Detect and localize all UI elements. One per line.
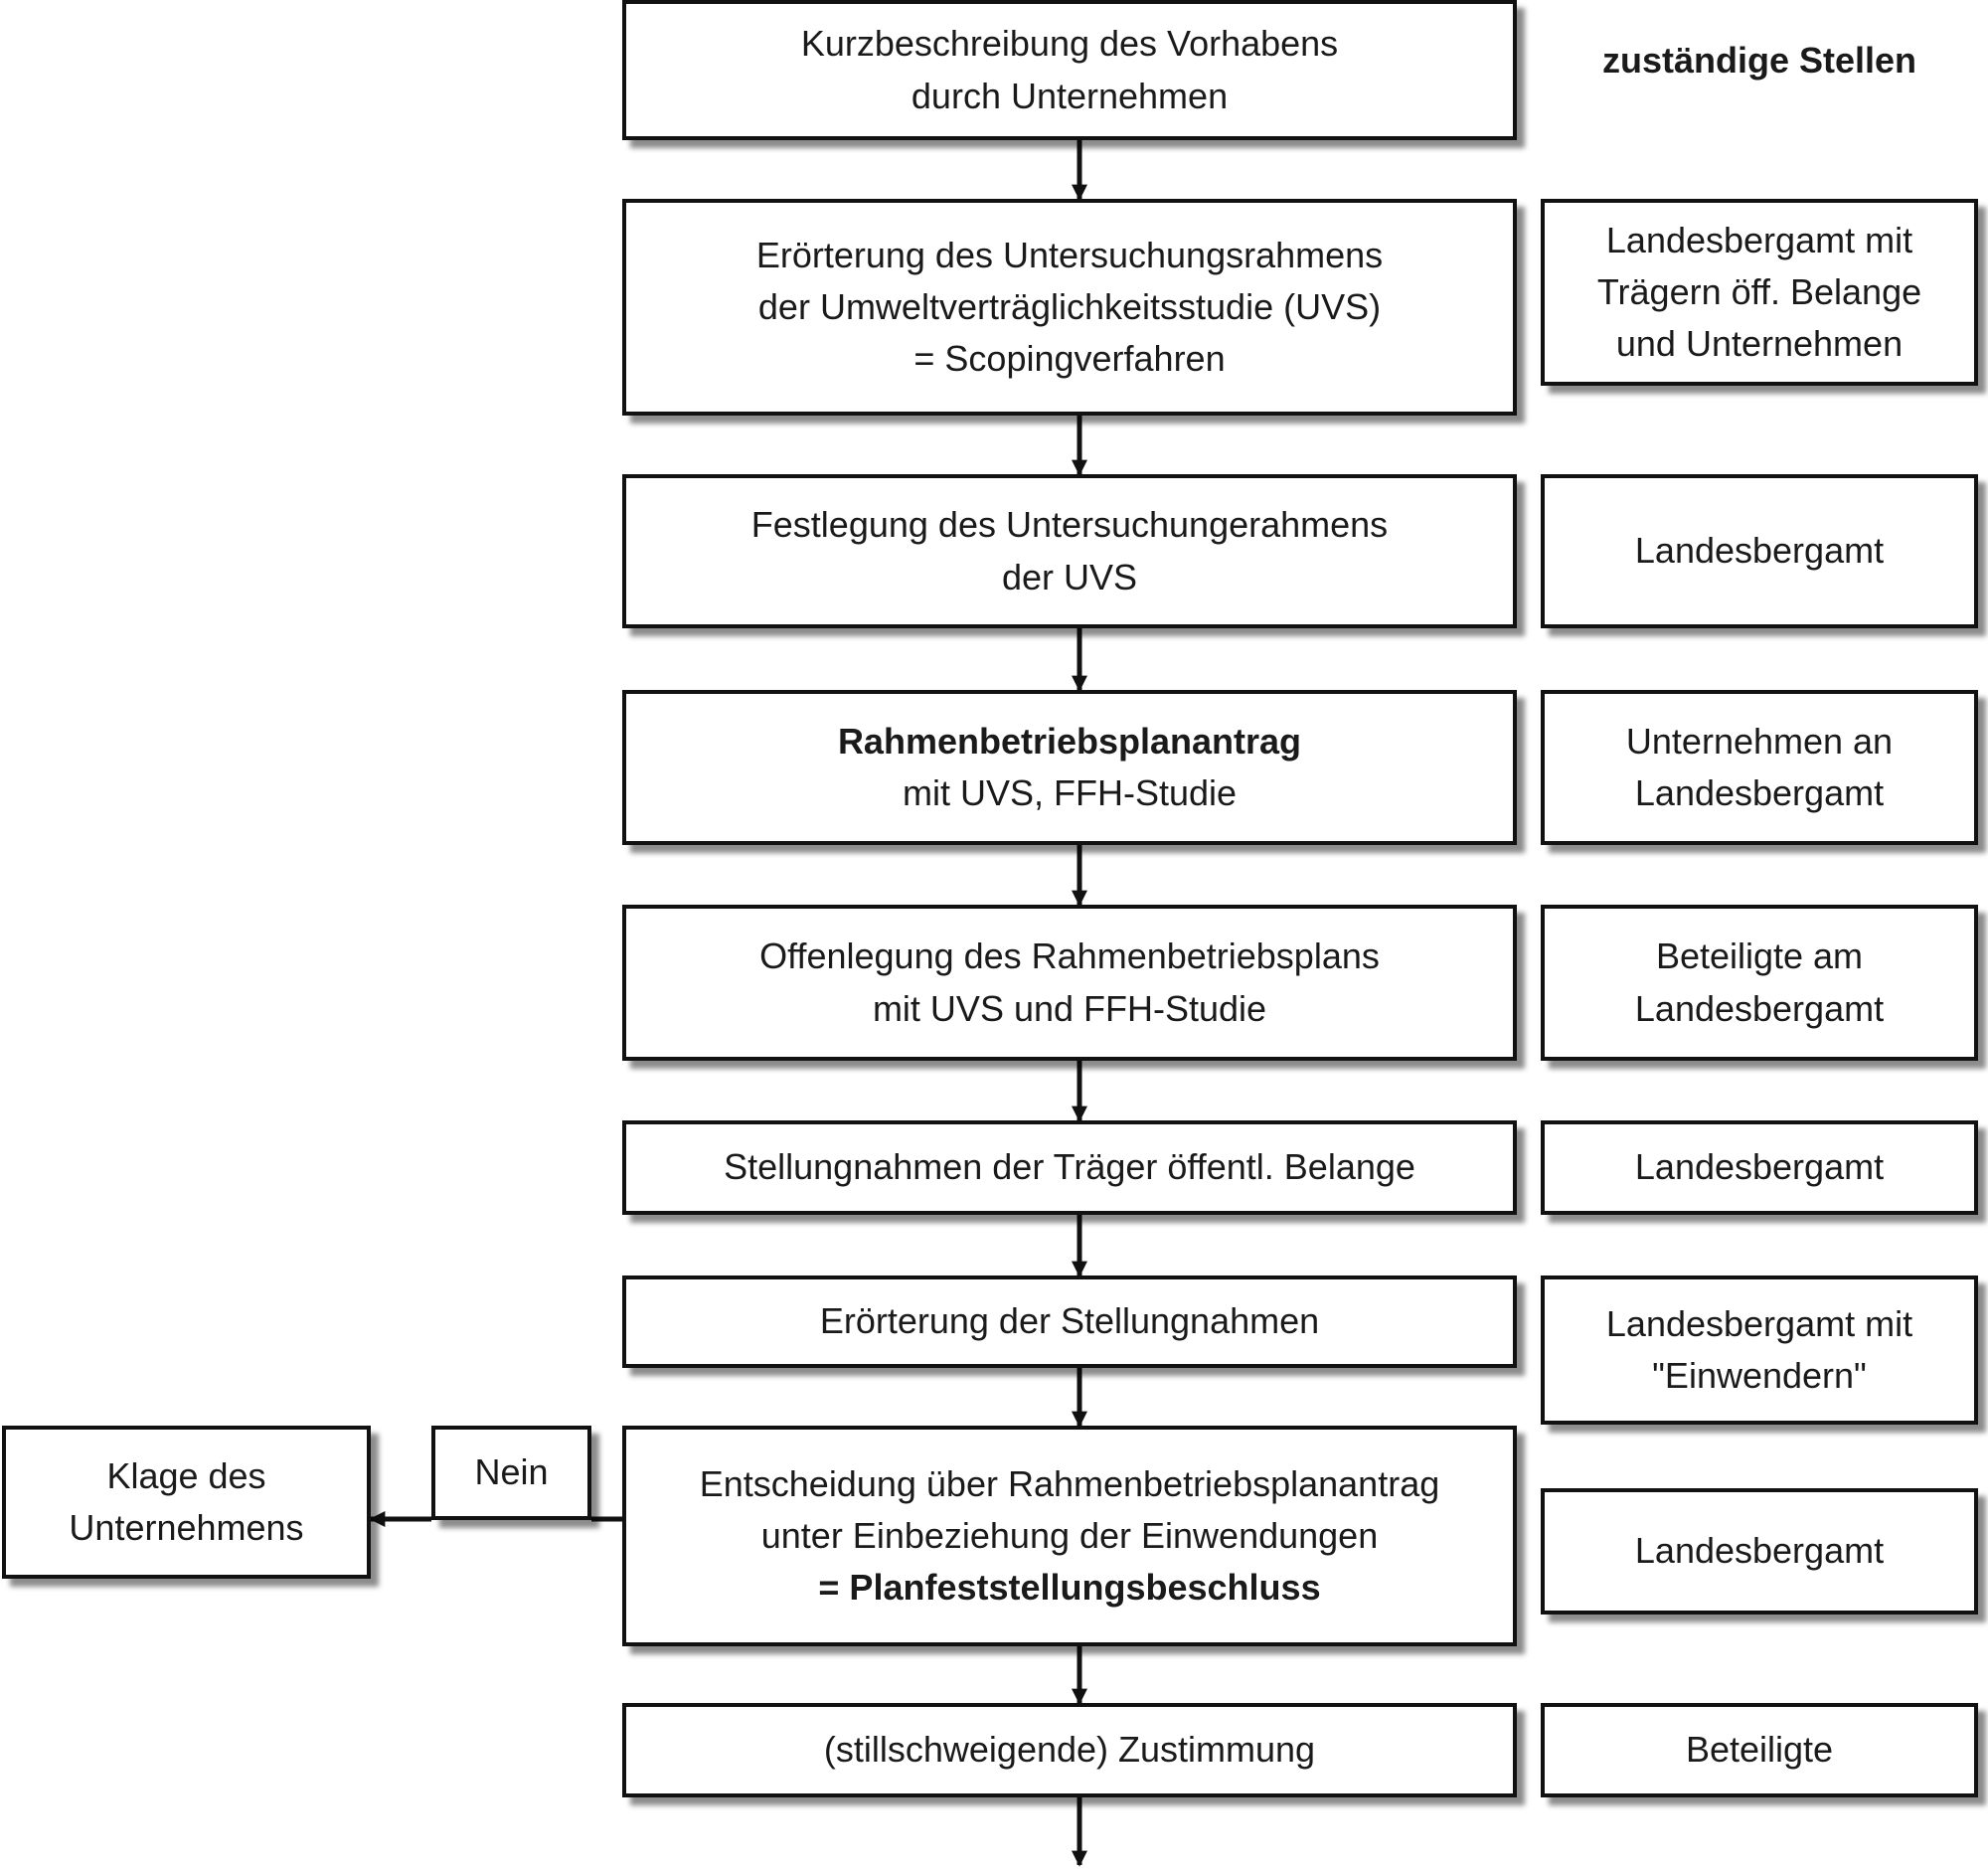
step-6-line-1: Stellungnahmen der Träger öffentl. Belan… <box>724 1146 1415 1188</box>
step-8-bold-line: = Planfeststellungsbeschluss <box>818 1567 1321 1609</box>
step-stellungnahmen: Stellungnahmen der Träger öffentl. Belan… <box>622 1120 1517 1215</box>
step-7-line-1: Erörterung der Stellungnahmen <box>819 1300 1320 1342</box>
responsible-header: zuständige Stellen <box>1601 40 1917 81</box>
responsible-3-line-2: Landesbergamt <box>1634 772 1885 813</box>
outcome-klage: Klage des Unternehmens <box>2 1426 371 1579</box>
responsible-beteiligte-am-landesbergamt: Beteiligte am Landesbergamt <box>1541 905 1978 1061</box>
responsible-5-line-1: Landesbergamt <box>1634 1146 1885 1188</box>
responsible-landesbergamt-traeger: Landesbergamt mit Trägern öff. Belange u… <box>1541 199 1978 386</box>
step-1-line-1: Kurzbeschreibung des Vorhabens <box>800 23 1339 65</box>
decision-nein-label: Nein <box>431 1426 591 1520</box>
responsible-8-line-1: Beteiligte <box>1685 1729 1834 1771</box>
responsible-4-line-1: Beteiligte am <box>1655 935 1864 977</box>
step-8-line-1: Entscheidung über Rahmenbetriebsplanantr… <box>699 1462 1440 1504</box>
step-3-line-1: Festlegung des Untersuchungerahmens <box>750 504 1389 546</box>
responsible-landesbergamt-einwender: Landesbergamt mit "Einwendern" <box>1541 1275 1978 1425</box>
step-eroerterung-untersuchungsrahmen: Erörterung des Untersuchungsrahmens der … <box>622 199 1517 416</box>
step-eroerterung-stellungnahmen: Erörterung der Stellungnahmen <box>622 1275 1517 1368</box>
responsible-4-line-2: Landesbergamt <box>1634 987 1885 1029</box>
step-5-line-1: Offenlegung des Rahmenbetriebsplans <box>759 935 1380 977</box>
responsible-landesbergamt-festlegung: Landesbergamt <box>1541 474 1978 628</box>
responsible-1-line-1: Landesbergamt mit <box>1605 219 1913 260</box>
step-festlegung: Festlegung des Untersuchungerahmens der … <box>622 474 1517 628</box>
responsible-beteiligte: Beteiligte <box>1541 1703 1978 1797</box>
step-zustimmung: (stillschweigende) Zustimmung <box>622 1703 1517 1797</box>
responsible-1-line-3: und Unternehmen <box>1615 323 1904 365</box>
step-5-line-2: mit UVS und FFH-Studie <box>872 987 1267 1029</box>
step-9-line-1: (stillschweigende) Zustimmung <box>823 1729 1316 1771</box>
responsible-landesbergamt-entscheidung: Landesbergamt <box>1541 1488 1978 1615</box>
responsible-7-line-1: Landesbergamt <box>1634 1530 1885 1572</box>
nein-text: Nein <box>474 1451 549 1493</box>
step-rahmenbetriebsplanantrag: Rahmenbetriebsplanantrag mit UVS, FFH-St… <box>622 690 1517 845</box>
responsible-6-line-1: Landesbergamt mit <box>1605 1302 1913 1344</box>
step-entscheidung: Entscheidung über Rahmenbetriebsplanantr… <box>622 1426 1517 1646</box>
responsible-3-line-1: Unternehmen an <box>1625 720 1894 762</box>
step-2-line-1: Erörterung des Untersuchungsrahmens <box>755 234 1384 275</box>
step-1-line-2: durch Unternehmen <box>911 75 1229 116</box>
responsible-landesbergamt-stellungnahmen: Landesbergamt <box>1541 1120 1978 1215</box>
klage-line-2: Unternehmens <box>69 1507 304 1548</box>
responsible-6-line-2: "Einwendern" <box>1652 1355 1867 1396</box>
step-2-line-2: der Umweltverträglichkeitsstudie (UVS) <box>757 285 1382 327</box>
step-8-line-2: unter Einbeziehung der Einwendungen <box>760 1514 1379 1556</box>
flow-arrows <box>369 140 1088 1867</box>
responsible-2-line-1: Landesbergamt <box>1634 530 1885 572</box>
responsible-1-line-2: Trägern öff. Belange <box>1596 270 1922 312</box>
step-4-line-1: mit UVS, FFH-Studie <box>902 772 1238 813</box>
step-4-title: Rahmenbetriebsplanantrag <box>837 720 1302 762</box>
step-3-line-2: der UVS <box>1001 556 1138 597</box>
step-kurzbeschreibung: Kurzbeschreibung des Vorhabens durch Unt… <box>622 0 1517 140</box>
step-2-line-3: = Scopingverfahren <box>913 338 1226 380</box>
responsible-unternehmen-an-landesbergamt: Unternehmen an Landesbergamt <box>1541 690 1978 845</box>
step-offenlegung: Offenlegung des Rahmenbetriebsplans mit … <box>622 905 1517 1061</box>
klage-line-1: Klage des <box>106 1454 266 1496</box>
